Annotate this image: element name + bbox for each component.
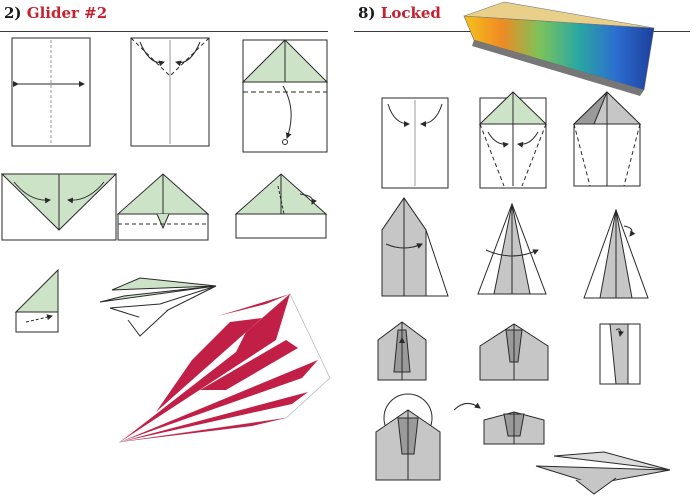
guide-name: Locked (380, 4, 441, 22)
locked-step-6 (583, 208, 649, 299)
locked-step-4 (381, 197, 449, 297)
locked-step-10 (375, 393, 441, 481)
red-striped-plane (118, 293, 331, 443)
glider-step-8 (99, 277, 217, 337)
glider-2-title: 2) Glider #2 (4, 4, 107, 22)
guide-number: 2) (4, 4, 22, 22)
locked-fold-steps (375, 1, 671, 495)
title-rule (0, 31, 328, 32)
guide-name: Glider #2 (26, 4, 108, 22)
locked-step-5 (477, 202, 547, 295)
glider-step-7 (14, 268, 59, 333)
locked-step-11 (483, 411, 545, 445)
glider-step-5 (116, 173, 210, 241)
locked-step-8 (479, 323, 549, 381)
locked-fold-arrow (453, 402, 481, 411)
glider-fold-steps (0, 37, 331, 443)
locked-panel: 8) Locked (354, 0, 694, 496)
rainbow-plane (463, 1, 655, 96)
glider-step-1 (11, 37, 91, 147)
guide-number: 8) (358, 4, 376, 22)
glider-2-panel: 2) Glider #2 (0, 0, 340, 496)
glider-step-4 (0, 173, 118, 241)
locked-step-7 (377, 321, 427, 381)
locked-step-3 (572, 91, 642, 187)
glider-step-6 (234, 173, 328, 239)
glider-step-3 (241, 39, 329, 153)
locked-step-1 (381, 97, 449, 189)
locked-finished-plane (535, 451, 671, 495)
locked-title: 8) Locked (358, 4, 441, 22)
locked-step-2 (478, 91, 548, 189)
glider-step-2 (130, 37, 210, 147)
locked-step-9 (599, 323, 641, 385)
